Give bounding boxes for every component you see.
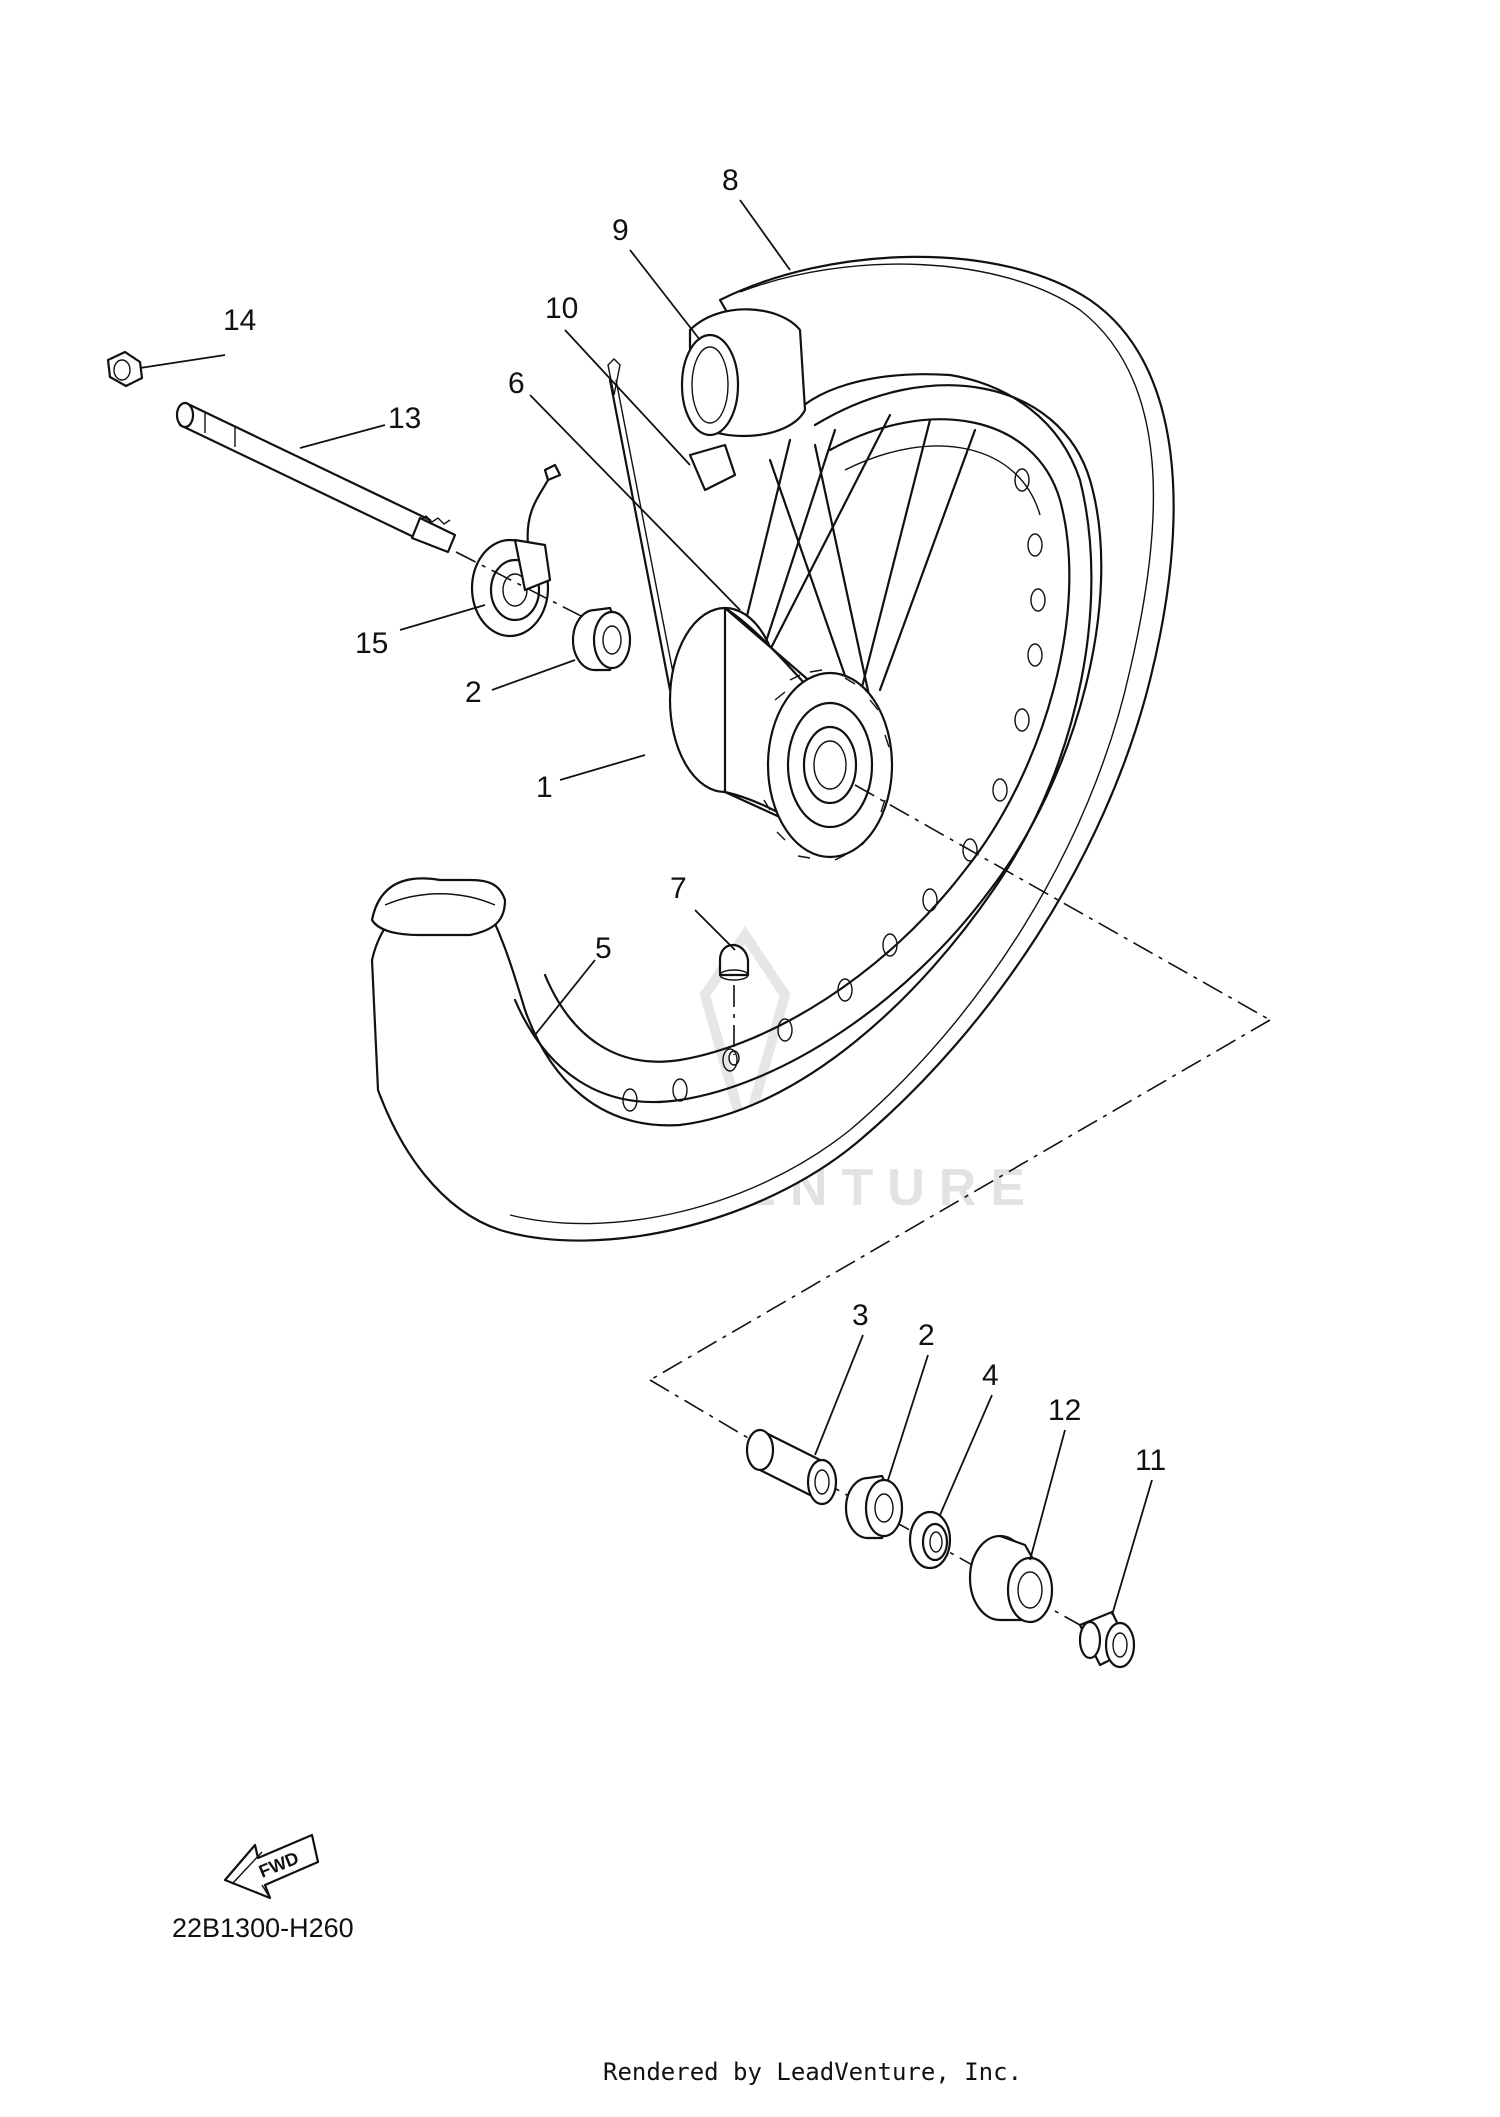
rim-spoke-holes [622,468,1046,1112]
callout-6: 6 [508,367,525,400]
collar-part-3 [745,1428,838,1506]
callout-10: 10 [545,292,578,325]
bearing-part-2-upper [571,606,632,672]
hub-part-1 [668,606,894,861]
callout-3: 3 [852,1299,869,1332]
valve-cap-part-7 [718,944,750,1066]
oil-seal-part-4 [908,1510,952,1570]
bearing-part-2-lower [844,1474,904,1540]
callout-13: 13 [388,402,421,435]
callout-11: 11 [1135,1444,1166,1477]
callout-2-upper: 2 [465,676,482,709]
callout-7: 7 [670,872,687,905]
callout-14: 14 [223,304,256,337]
callout-15: 15 [355,627,388,660]
callout-9: 9 [612,214,629,247]
callout-12: 12 [1048,1394,1081,1427]
callout-4: 4 [982,1359,999,1392]
footer-credit: Rendered by LeadVenture, Inc. [603,2058,1022,2086]
tire-part-8 [370,255,1175,1242]
callout-1: 1 [536,771,553,804]
axle-part-13 [175,401,457,554]
collar-part-12 [968,1534,1054,1624]
callout-5: 5 [595,932,612,965]
callout-8: 8 [722,164,739,197]
speedometer-gear-part-15 [470,463,562,638]
leader-lines [139,199,1153,1616]
forward-arrow-icon: FWD [223,1833,320,1900]
collar-part-11 [1078,1610,1136,1669]
diagram-code: 22B1300-H260 [172,1913,354,1943]
callout-2-lower: 2 [918,1319,935,1352]
callout-labels: 8 9 10 6 14 13 15 2 1 5 7 3 2 4 12 11 [223,164,1166,1477]
tube-part-9 [680,308,807,492]
axle-nut-part-14 [106,350,144,388]
